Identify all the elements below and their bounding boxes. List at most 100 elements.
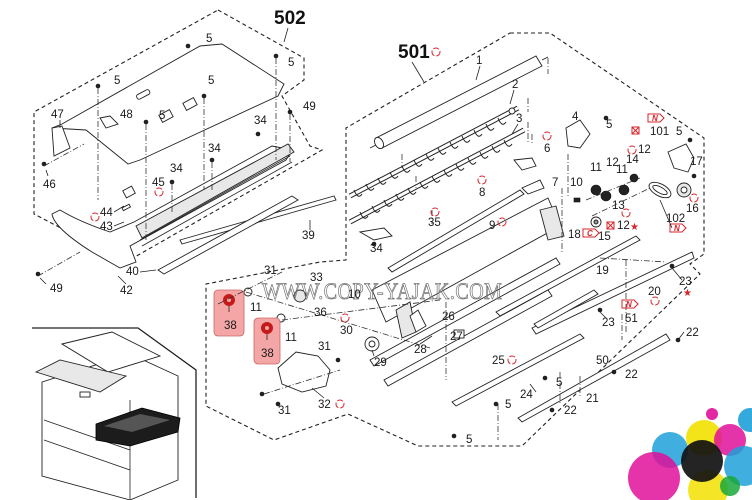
svg-text:N: N xyxy=(626,300,632,309)
cmyk-logo xyxy=(628,408,752,500)
callout-5: 5 xyxy=(466,434,472,446)
callout-51: 51 xyxy=(625,313,638,325)
callout-5: 5 xyxy=(505,399,511,411)
callout-10: 10 xyxy=(570,177,583,189)
rail-21 xyxy=(517,333,671,423)
callout-10: 10 xyxy=(348,289,361,301)
callout-34: 34 xyxy=(370,243,383,255)
machine-inset xyxy=(32,327,197,500)
callout-24: 24 xyxy=(520,389,533,401)
c-mark-tag: C xyxy=(582,228,600,238)
callout-19: 19 xyxy=(596,265,609,277)
callout-1: 1 xyxy=(476,55,482,67)
callout-33: 33 xyxy=(310,272,323,284)
motor-bracket-32 xyxy=(277,351,331,393)
callout-23: 23 xyxy=(602,317,615,329)
callout-31: 31 xyxy=(318,341,331,353)
drive-group xyxy=(243,287,465,393)
callout-11: 11 xyxy=(616,164,628,176)
callout-45: 45 xyxy=(152,177,165,189)
callout-46: 46 xyxy=(43,179,56,191)
rail-20 xyxy=(531,251,695,335)
red-marks: N N N C ★ ★ xyxy=(90,47,699,409)
assembly-label-501: 501 xyxy=(398,42,430,63)
callout-22: 22 xyxy=(564,405,577,417)
callout-23: 23 xyxy=(679,276,692,288)
callout-44: 44 xyxy=(100,207,113,219)
callout-29: 29 xyxy=(374,357,387,369)
svg-text:★: ★ xyxy=(683,288,692,299)
new-part-tag: N N N xyxy=(621,113,687,309)
callout-28: 28 xyxy=(414,344,427,356)
callout-7: 7 xyxy=(552,177,558,189)
callout-5: 5 xyxy=(159,110,165,122)
callout-labels: 502 501 5 5 5 5 5 47 48 49 34 34 34 46 4… xyxy=(43,8,703,446)
callout-4: 4 xyxy=(572,111,579,123)
callout-8: 8 xyxy=(479,187,485,199)
callout-9: 9 xyxy=(489,220,495,232)
callout-17: 17 xyxy=(690,156,703,168)
callout-5: 5 xyxy=(556,377,562,389)
callout-6: 6 xyxy=(544,143,550,155)
callout-12: 12 xyxy=(617,220,630,232)
bracket-101 xyxy=(667,143,695,173)
callout-34: 34 xyxy=(254,115,267,127)
callout-2: 2 xyxy=(512,79,518,91)
callout-47: 47 xyxy=(51,109,64,121)
callout-22: 22 xyxy=(625,369,638,381)
highlighted-part-38[interactable] xyxy=(213,289,245,337)
svg-text:C: C xyxy=(587,229,593,238)
callout-5: 5 xyxy=(288,57,294,69)
callout-11: 11 xyxy=(285,332,297,344)
assembly-502-boundary xyxy=(33,9,324,263)
callout-49: 49 xyxy=(50,283,63,295)
callout-27: 27 xyxy=(450,331,463,343)
svg-text:N: N xyxy=(652,114,658,123)
callout-14: 14 xyxy=(626,154,639,166)
assembly-501-parts xyxy=(213,55,697,440)
svg-text:N: N xyxy=(674,224,680,233)
callout-13: 13 xyxy=(612,200,625,212)
callout-38: 38 xyxy=(224,320,237,332)
callout-5: 5 xyxy=(206,33,212,45)
assembly-502-parts xyxy=(35,43,337,277)
rail-24 xyxy=(451,333,585,407)
callout-49: 49 xyxy=(303,101,316,113)
gears xyxy=(573,173,692,228)
auger-2 xyxy=(348,105,520,199)
callout-12: 12 xyxy=(606,157,619,169)
callout-11: 11 xyxy=(590,162,602,174)
callout-35: 35 xyxy=(428,217,441,229)
callout-21: 21 xyxy=(586,393,599,405)
screws-502 xyxy=(35,43,293,277)
callout-50: 50 xyxy=(596,355,609,367)
callout-3: 3 xyxy=(516,113,522,125)
callout-5: 5 xyxy=(114,75,120,87)
watermark: WWW.COPY-YAJAK.COM xyxy=(262,279,502,305)
rotate-icon xyxy=(90,47,699,409)
callout-101: 101 xyxy=(650,126,669,138)
assembly-501-boundary xyxy=(205,32,705,447)
callout-31: 31 xyxy=(278,405,291,417)
callout-32: 32 xyxy=(318,399,331,411)
callout-102: 102 xyxy=(666,213,685,225)
callout-30: 30 xyxy=(340,325,353,337)
leader-lines xyxy=(39,27,685,399)
callout-5: 5 xyxy=(606,119,612,131)
callout-34: 34 xyxy=(208,143,221,155)
callout-36: 36 xyxy=(314,307,327,319)
bracket-4 xyxy=(565,119,591,149)
callout-38: 38 xyxy=(261,348,274,360)
callout-48: 48 xyxy=(120,109,133,121)
callout-31: 31 xyxy=(264,265,277,277)
callout-43: 43 xyxy=(100,221,113,233)
x-box-icon xyxy=(606,126,640,230)
callout-16: 16 xyxy=(686,203,699,215)
rail-19 xyxy=(495,235,641,317)
callout-5: 5 xyxy=(676,126,682,138)
highlighted-part-38[interactable] xyxy=(253,317,281,365)
star-icon: ★ ★ xyxy=(630,222,692,299)
rail-8 xyxy=(387,189,525,273)
auger-3 xyxy=(348,127,526,225)
